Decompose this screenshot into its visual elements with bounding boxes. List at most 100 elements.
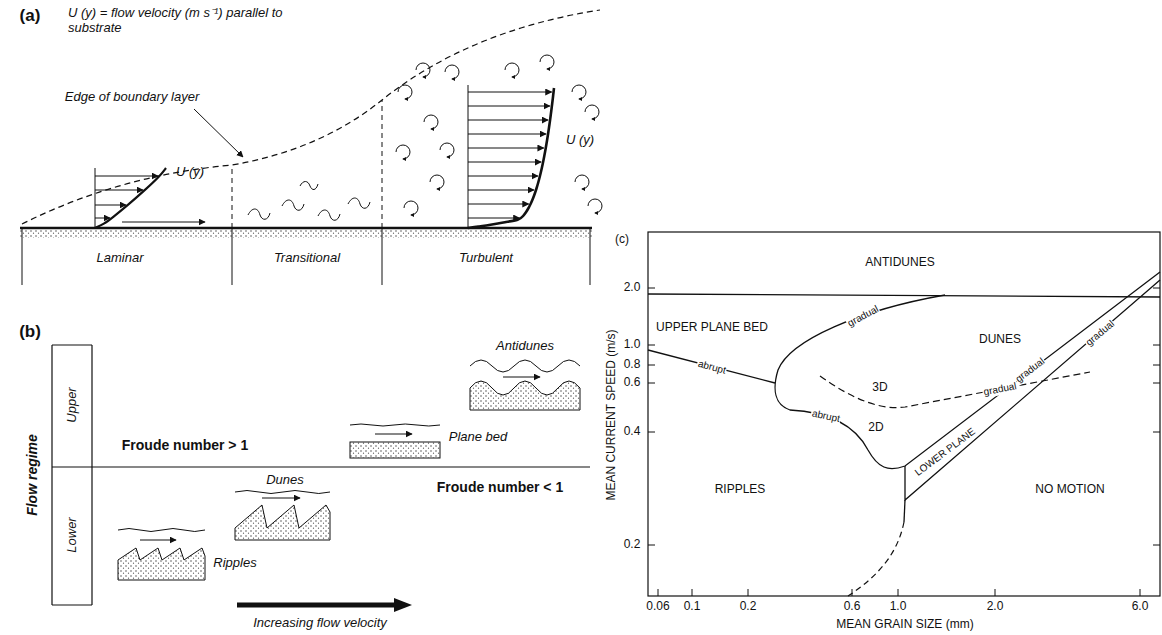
field-label: 2D (868, 421, 883, 435)
regime-frame (52, 345, 590, 605)
substrate-line (20, 227, 592, 230)
axis-tick (648, 365, 655, 366)
antidune-boundary (648, 294, 1160, 297)
axis-title: MEAN CURRENT SPEED (m/s) (605, 329, 619, 500)
axis-tick (748, 589, 749, 596)
tick-label: 2.0 (987, 600, 1004, 614)
velocity-arrow (237, 603, 396, 608)
field-label: RIPPLES (715, 483, 766, 497)
leader-arrow (194, 109, 243, 157)
turbulent-eddy (505, 63, 519, 77)
water-surface (118, 529, 205, 532)
zone-label: Laminar (97, 251, 144, 266)
boundary-label: gradual (982, 380, 1019, 398)
turbulent-eddy (398, 85, 412, 99)
lower-plane-boundary (905, 280, 1160, 500)
zone-label: Transitional (274, 251, 340, 266)
tick-label: 0.8 (624, 358, 641, 372)
panel-letter: (a) (20, 6, 41, 26)
turbulent-eddy (404, 201, 418, 215)
axis-tick (1153, 545, 1160, 546)
boundary-label: gradual (845, 303, 882, 330)
plot-frame (648, 232, 1160, 596)
boundary-layer-edge (22, 10, 600, 224)
turbulent-eddy (416, 63, 430, 77)
velocity-arrow (95, 168, 166, 228)
flow-regime-panel (52, 345, 590, 612)
axis-tick (658, 589, 659, 596)
turbulent-eddy (575, 175, 589, 189)
water-surface (470, 360, 580, 372)
velocity-arrow (95, 190, 143, 191)
tick-label: 0.6 (844, 600, 861, 614)
turbulent-eddy (396, 55, 602, 215)
flow-arrow (140, 540, 176, 541)
velocity-arrow (468, 204, 529, 205)
velocity-arrow (468, 218, 519, 219)
froude-label: Froude number > 1 (122, 437, 248, 453)
turbulent-eddy (572, 85, 586, 99)
substrate (20, 229, 592, 238)
callout-label: Edge of boundary layer (65, 90, 199, 105)
zone-divider (22, 228, 590, 285)
ripple-bed (118, 548, 205, 580)
bedform-label: Dunes (266, 473, 304, 488)
froude-label: Froude number < 1 (437, 479, 563, 495)
water-surface (350, 424, 440, 426)
zone-divider-dashed (232, 100, 382, 228)
axis-note: U (y) = flow velocity (m s⁻¹) parallel t… (68, 6, 283, 36)
field-label: 3D (872, 381, 887, 395)
velocity-arrow (468, 120, 548, 121)
bedform-label: Plane bed (449, 430, 508, 445)
plane-bed (350, 442, 440, 458)
flow-arrow (503, 377, 540, 378)
tick-label: 1.0 (890, 600, 907, 614)
axis-tick (898, 589, 899, 596)
tick-label: 0.6 (624, 376, 641, 390)
field-label: ANTIDUNES (865, 256, 934, 270)
velocity-arrow (468, 92, 552, 93)
tick-label: 0.2 (624, 538, 641, 552)
profile-label: U (y) (566, 133, 594, 148)
axis-tick (1153, 432, 1160, 433)
velocity-arrow (122, 222, 205, 223)
velocity-arrow (468, 190, 534, 191)
boundary-layer-panel (20, 10, 602, 285)
bedform-label: Ripples (213, 556, 256, 571)
transitional-eddy (248, 182, 370, 221)
turbulent-eddy (445, 65, 459, 79)
motion-threshold-dashed (848, 522, 904, 596)
velocity-arrow (468, 88, 554, 228)
velocity-arrow (95, 176, 158, 177)
turbulent-eddy (396, 145, 410, 159)
flow-arrow (262, 498, 300, 499)
tick-label: 0.2 (740, 600, 757, 614)
motion-threshold (904, 500, 905, 522)
bedform-chart (648, 232, 1160, 596)
tick-label: 1.0 (624, 338, 641, 352)
axis-tick (1140, 589, 1141, 596)
dune-2d-3d-boundary (820, 372, 1090, 408)
turbulent-eddy (540, 55, 554, 69)
velocity-arrow (468, 176, 538, 177)
velocity-arrow (468, 148, 544, 149)
velocity-arrow (468, 85, 469, 228)
regime-label: Lower (65, 517, 80, 552)
flow-arrow (375, 434, 412, 435)
velocity-arrow (468, 134, 546, 135)
axis-tick (648, 383, 655, 384)
axis-tick (1153, 383, 1160, 384)
turbulent-eddy (430, 175, 444, 189)
axis-title: Flow regime (24, 434, 40, 516)
turbulent-eddy (585, 105, 599, 119)
ripple-upper-plane-boundary (648, 350, 775, 383)
boundary-label: gradual (1012, 355, 1047, 385)
axis-tick (692, 589, 693, 596)
boundary-label: gradual (1083, 317, 1117, 349)
zone-label: Turbulent (459, 251, 513, 266)
turbulent-eddy (424, 115, 438, 129)
axis-tick (1153, 288, 1160, 289)
field-label: NO MOTION (1035, 483, 1104, 497)
dune-bed (235, 505, 330, 540)
